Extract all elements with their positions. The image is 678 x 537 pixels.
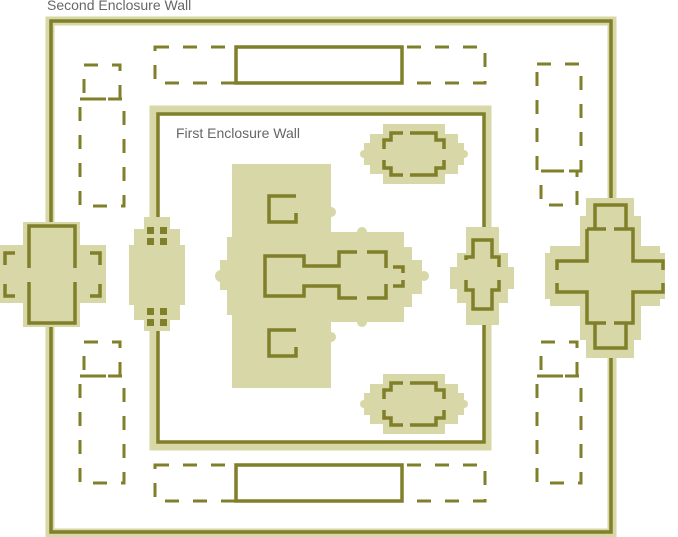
north-hall xyxy=(153,45,487,85)
south-hall xyxy=(153,463,487,503)
east-inner-gopura xyxy=(450,227,514,325)
shrine-south xyxy=(360,374,468,434)
pavilion-se xyxy=(535,340,583,485)
central-temple xyxy=(215,164,429,388)
second-enclosure-wall-label: Second Enclosure Wall xyxy=(47,0,192,13)
west-outer-gopura xyxy=(0,222,106,327)
east-outer-gopura xyxy=(545,198,665,358)
pavilion-ne xyxy=(535,62,583,207)
west-inner-gopura xyxy=(129,217,185,331)
first-enclosure-wall-label: First Enclosure Wall xyxy=(176,125,300,141)
pavilion-nw xyxy=(78,63,126,208)
pavilion-sw xyxy=(78,340,126,485)
shrine-north xyxy=(360,124,468,184)
